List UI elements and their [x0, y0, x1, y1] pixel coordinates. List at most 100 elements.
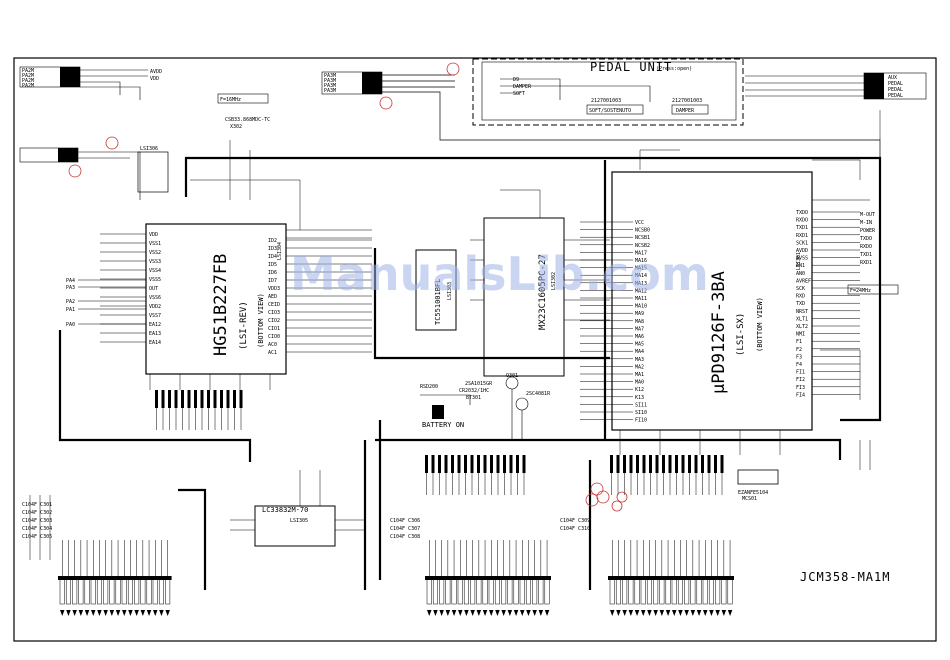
upd-note: (BOTTOM VIEW) — [756, 297, 764, 352]
upd-left-pin: MA14 — [635, 273, 647, 279]
hg51-left-pin-labels: VDDVSS1VSS2VSS3VSS4VSS5OUTVSS6VDD2VSS7EA… — [100, 232, 161, 346]
resistor — [694, 455, 698, 473]
upd-right-pin: AN1 — [796, 263, 805, 269]
pedal-part-1: 2127001003 — [591, 98, 621, 104]
tc-name: TC551001BFL — [434, 279, 442, 325]
hg51-right-pin: CIO3 — [268, 310, 280, 316]
upd-left-pin: MA15 — [635, 266, 647, 272]
array-arrow — [115, 610, 121, 616]
pa-pin: PA1 — [66, 307, 75, 313]
resistor — [503, 455, 506, 473]
chip-tc551001: TC551001BFL LSI303 — [415, 249, 457, 331]
conn-m-4: PA3M — [324, 88, 336, 94]
upd-right-pin: F4 — [796, 362, 802, 368]
array-arrow — [520, 610, 525, 616]
hg51-left-pin: VSS3 — [149, 259, 161, 265]
resistor — [207, 390, 210, 408]
lc-name: LC33832M-70 — [262, 506, 308, 514]
array-pin — [653, 577, 659, 605]
array-pin — [544, 577, 550, 605]
pedal-note: (Press:open) — [656, 66, 692, 72]
right-top-pin: TXDO — [860, 236, 872, 242]
hg51-left-pin: VSS6 — [149, 295, 161, 301]
array-pin — [677, 577, 683, 605]
mx23c-ref: LSI302 — [551, 272, 557, 290]
conn-l-3: PA2M — [22, 78, 34, 84]
hg51-right-pin: CIO2 — [268, 318, 280, 324]
hg51-right-pin: AC1 — [268, 350, 277, 356]
array-arrow — [451, 610, 457, 616]
upd-right-pin: RXDO — [796, 218, 808, 224]
wire — [230, 519, 255, 531]
array-arrow — [526, 610, 531, 616]
upd-right-pin: TXDO — [796, 210, 808, 216]
upd-left-pin: MA1 — [635, 372, 644, 378]
resistor — [720, 455, 724, 473]
pedal-signal-damper: DAMPER — [513, 84, 532, 90]
hg51-left-pin: VSS4 — [149, 268, 161, 274]
connector-left-mid: LSI306 — [19, 136, 169, 200]
wire — [470, 239, 484, 301]
conn-r-2: PEDAL — [888, 81, 903, 87]
hg51-right-pin: ID6 — [268, 270, 277, 276]
hg51-right-pin: CEID — [268, 302, 280, 308]
array-arrow — [501, 610, 506, 616]
hg51-left-pin: EA14 — [149, 340, 161, 346]
upd-left-pin: MA17 — [635, 250, 647, 256]
resistor — [431, 455, 435, 473]
upd-sub: (LSI-SX) — [736, 313, 746, 356]
array-arrow — [616, 610, 621, 616]
array-pin — [426, 577, 432, 605]
array-pin — [501, 577, 507, 605]
diode-label: CR2032/1HC — [459, 388, 489, 394]
upd-left-pin: MA11 — [635, 296, 647, 302]
array-arrow — [672, 610, 677, 616]
mx23c-name: MX23C1605PC-27 — [538, 254, 548, 330]
pedal-switch-soft: SOFT/SOSTENUTO — [589, 108, 631, 114]
array-pin — [696, 577, 702, 605]
wire — [564, 239, 610, 321]
conn-r-4: PEDAL — [888, 93, 903, 99]
capacitor-label: C104F C302 — [22, 510, 52, 516]
array-bar — [608, 576, 734, 580]
array-arrow — [470, 610, 475, 616]
resistor — [496, 455, 500, 473]
wire — [149, 374, 271, 390]
conn-r-3: PEDAL — [888, 87, 903, 93]
upd-left-pin: MA9 — [635, 311, 644, 317]
resistor — [681, 455, 685, 473]
array-arrow — [721, 610, 727, 616]
chip-hg51b227fb: HG51B227FB (LSI-REV) (BOTTOM VIEW) LSI30… — [100, 223, 372, 375]
wire — [859, 440, 871, 470]
hg51-left-pin: VSS2 — [149, 250, 161, 256]
array-pin — [121, 577, 127, 605]
right-top-pin: M-IN — [860, 220, 872, 226]
array-arrow — [122, 610, 127, 616]
hg51-right-pin: CIO1 — [268, 326, 280, 332]
xtal1-label: F=16MHz — [220, 97, 241, 103]
array-pin — [457, 577, 463, 605]
array-arrow — [153, 610, 158, 616]
array-pin — [727, 577, 733, 605]
capacitor-label: C104F C310 — [560, 526, 590, 532]
resistor — [233, 390, 236, 408]
hg51-left-pin: EA12 — [149, 322, 161, 328]
upd-left-pin: MA16 — [635, 258, 647, 264]
upd-right-pin: FI3 — [796, 385, 805, 391]
upd-right-pin: XLT1 — [796, 316, 808, 322]
upd-right-pin: AN0 — [796, 271, 805, 277]
resistor — [714, 455, 717, 473]
pedal-part-2: 2127001003 — [672, 98, 702, 104]
array-arrow — [647, 610, 652, 616]
vdd-label: VDD — [150, 76, 159, 82]
bottom-connector-arrays — [58, 390, 734, 616]
avdd-label: AVDD — [150, 69, 162, 75]
wire — [229, 140, 251, 200]
chip-mx23c: MX23C1605PC-27 LSI302 — [483, 217, 565, 377]
array-pin — [513, 577, 519, 605]
right-top-pin: TXD1 — [860, 252, 872, 258]
right-top-pin: RXD1 — [860, 260, 872, 266]
